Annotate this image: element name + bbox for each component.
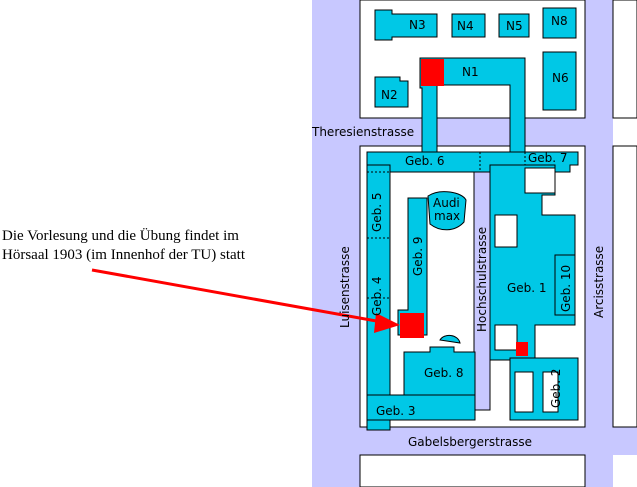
label-n1: N1 bbox=[462, 65, 479, 79]
lecture-location-note: Die Vorlesung und die Übung findet im Hö… bbox=[2, 227, 312, 265]
label-geb5: Geb. 5 bbox=[370, 192, 384, 232]
street-luisenstrasse bbox=[312, 0, 360, 487]
label-geb2: Geb. 2 bbox=[549, 368, 563, 408]
street-theresienstrasse bbox=[312, 118, 613, 146]
label-audimax-2: max bbox=[434, 209, 460, 223]
building-n2 bbox=[374, 76, 409, 108]
building-inner-half-disk bbox=[439, 335, 461, 344]
label-geb9: Geb. 9 bbox=[411, 236, 425, 276]
highlight-n1 bbox=[421, 59, 444, 86]
courtyards bbox=[494, 167, 559, 413]
building-n5 bbox=[498, 13, 530, 38]
block-outlines bbox=[359, 0, 637, 487]
label-luisenstrasse: Luisenstrasse bbox=[338, 246, 352, 328]
street-hochschulstrasse bbox=[474, 160, 490, 410]
label-geb1: Geb. 1 bbox=[507, 281, 547, 295]
label-audimax-1: Audi bbox=[433, 196, 460, 210]
street-arcisstrasse bbox=[585, 0, 613, 487]
label-n6: N6 bbox=[552, 71, 569, 85]
street-labels: Theresienstrasse Gabelsbergerstrasse Lui… bbox=[311, 125, 606, 449]
building-geb8 bbox=[403, 346, 476, 396]
label-n4: N4 bbox=[457, 19, 474, 33]
arrow bbox=[91, 268, 400, 333]
label-geb3: Geb. 3 bbox=[376, 404, 416, 418]
label-arcisstrasse: Arcisstrasse bbox=[592, 246, 606, 318]
label-n3: N3 bbox=[409, 18, 426, 32]
building-n6 bbox=[542, 51, 577, 111]
highlight-geb1 bbox=[516, 342, 528, 356]
label-theresienstrasse: Theresienstrasse bbox=[311, 125, 414, 139]
building-n3 bbox=[374, 9, 438, 41]
label-geb4: Geb. 4 bbox=[370, 276, 384, 316]
streets bbox=[312, 0, 637, 487]
building-labels: N3 N4 N5 N8 N1 N6 N2 Geb. 6 Geb. 7 Audi … bbox=[370, 14, 573, 418]
label-n8: N8 bbox=[551, 14, 568, 28]
building-geb5-geb4 bbox=[366, 164, 391, 431]
label-geb10: Geb. 10 bbox=[559, 265, 573, 312]
label-gabelsbergerstrasse: Gabelsbergerstrasse bbox=[408, 435, 532, 449]
label-n5: N5 bbox=[506, 19, 523, 33]
highlights bbox=[400, 59, 528, 356]
street-gabelsbergerstrasse bbox=[312, 427, 637, 455]
label-geb7: Geb. 7 bbox=[528, 151, 568, 165]
highlight-hoersaal-1903 bbox=[400, 313, 424, 338]
building-geb9 bbox=[397, 197, 428, 336]
label-n2: N2 bbox=[381, 88, 398, 102]
north-buildings bbox=[374, 7, 577, 154]
note-line-1: Die Vorlesung und die Übung findet im bbox=[2, 228, 239, 244]
building-audimax bbox=[427, 191, 467, 231]
label-geb8: Geb. 8 bbox=[424, 366, 464, 380]
note-line-2: Hörsaal 1903 (im Innenhof der TU) statt bbox=[2, 247, 245, 263]
label-geb6: Geb. 6 bbox=[405, 154, 445, 168]
building-n4 bbox=[451, 13, 486, 38]
building-n8 bbox=[542, 7, 577, 39]
partition-lines bbox=[367, 152, 575, 299]
label-hochschulstrasse: Hochschulstrasse bbox=[475, 227, 489, 332]
